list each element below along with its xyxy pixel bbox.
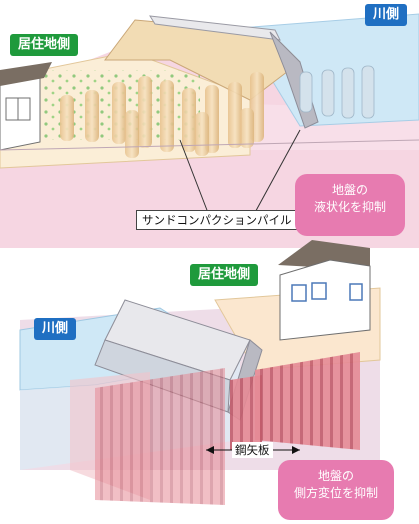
top-leader-lines — [179, 129, 301, 219]
sand-pile — [299, 71, 313, 113]
bottom-river-tag: 川側 — [34, 318, 77, 340]
sand-pile — [160, 80, 174, 152]
top-ground-line — [0, 139, 419, 151]
steel-sheet-pile-label: 鋼矢板 — [232, 442, 273, 458]
sand-pile — [195, 112, 209, 156]
sand-pile — [321, 69, 335, 117]
sand-pile — [85, 90, 99, 142]
sand-pile — [228, 82, 242, 148]
top-river-tag: 川側 — [365, 4, 408, 26]
sand-pile — [240, 108, 254, 148]
panel-divider — [0, 249, 419, 259]
sand-compaction-pile-label: サンドコンパクションパイル — [136, 210, 298, 230]
bottom-callout-line-2: 側方変位を抑制 — [293, 486, 378, 500]
sand-pile — [60, 95, 74, 141]
sand-pile — [138, 76, 152, 148]
sand-pile — [341, 67, 355, 119]
top-effect-callout: 地盤の 液状化を抑制 — [295, 174, 405, 236]
bottom-callout-line-1: 地盤の — [317, 469, 354, 483]
top-house — [0, 62, 52, 151]
sand-pile — [112, 82, 126, 144]
top-callout-line-1: 地盤の — [331, 183, 368, 197]
top-residential-tag: 居住地側 — [10, 34, 79, 56]
bottom-effect-callout: 地盤の 側方変位を抑制 — [278, 460, 394, 520]
steel-sheet-piles — [70, 352, 360, 505]
bottom-residential-tag: 居住地側 — [190, 264, 259, 286]
sand-pile — [125, 110, 139, 158]
sand-pile — [361, 65, 375, 119]
top-callout-line-2: 液状化を抑制 — [313, 200, 386, 214]
top-piles — [60, 65, 375, 158]
bottom-house — [278, 240, 371, 341]
sand-pile — [182, 88, 196, 152]
